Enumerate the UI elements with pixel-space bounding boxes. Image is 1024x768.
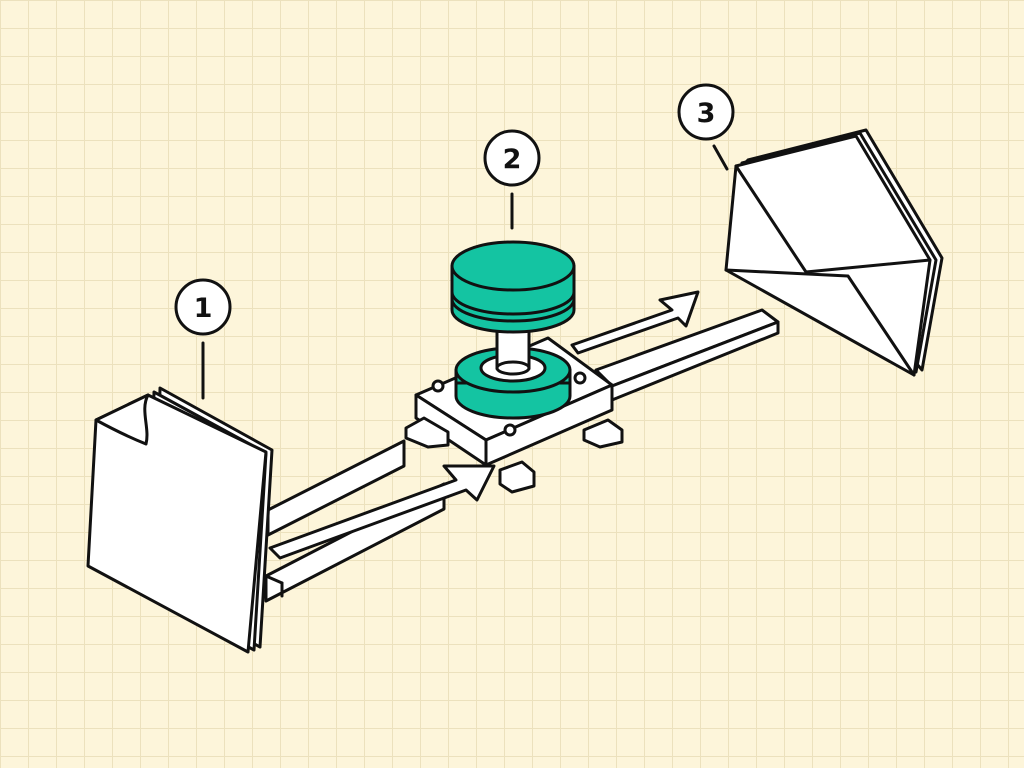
arrow-right-icon: [268, 464, 496, 560]
envelope-icon: [724, 128, 944, 377]
step-3-number: 3: [697, 98, 716, 129]
step-3-leader: [712, 144, 729, 171]
step-1-marker: 1: [174, 278, 232, 400]
step-1-number: 1: [194, 293, 213, 324]
document-stack-icon: [86, 386, 274, 654]
step-2-marker: 2: [483, 129, 541, 230]
step-3-marker: 3: [677, 83, 735, 171]
arrow-right-icon: [570, 290, 700, 355]
step-2-number: 2: [503, 144, 522, 175]
processing-unit-icon: [450, 240, 576, 420]
